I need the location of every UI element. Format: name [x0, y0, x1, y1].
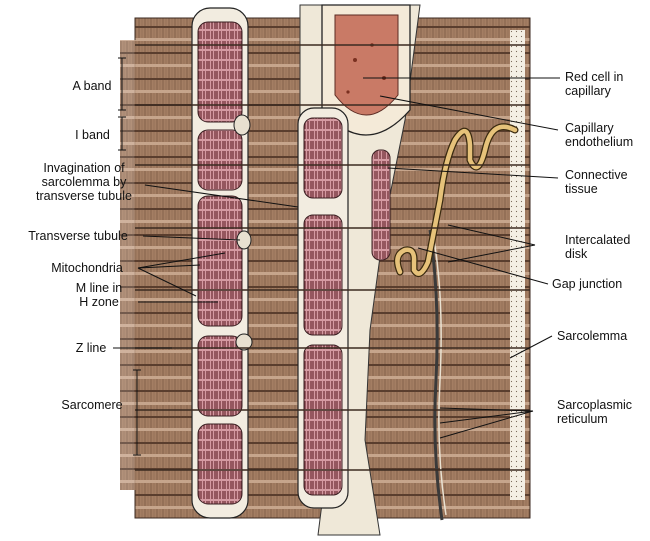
sarcoplasmic-reticulum-strand — [428, 229, 447, 521]
label-transverse-tubule: Transverse tubule — [28, 229, 128, 243]
label-z-line: Z line — [75, 341, 107, 355]
mitochondria-column-middle — [297, 107, 391, 509]
label-sarcoplasmic-reticulum: Sarcoplasmic reticulum — [557, 398, 633, 426]
capillary — [321, 4, 411, 136]
label-intercalated-disk: Intercalated disk — [565, 233, 631, 261]
gap-junction-tube — [393, 123, 519, 278]
label-sarcolemma: Sarcolemma — [557, 329, 628, 343]
band-brackets — [118, 57, 141, 456]
label-capillary-endothelium: Capillary endothelium — [565, 121, 634, 149]
label-i-band: I band — [75, 128, 110, 142]
label-red-cell: Red cell in capillary — [565, 70, 624, 98]
label-invagination: Invagination of sarcolemma by transverse… — [36, 161, 132, 203]
label-sarcomere: Sarcomere — [61, 398, 123, 412]
z-lines — [135, 44, 530, 471]
mitochondria-column-left — [191, 7, 253, 519]
label-a-band: A band — [72, 79, 112, 93]
label-connective-tissue: Connective tissue — [565, 168, 628, 196]
label-mitochondria: Mitochondria — [51, 261, 123, 275]
label-gap-junction: Gap junction — [552, 277, 623, 291]
label-m-line: M line in H zone — [75, 281, 123, 309]
leader-lines — [113, 77, 560, 439]
